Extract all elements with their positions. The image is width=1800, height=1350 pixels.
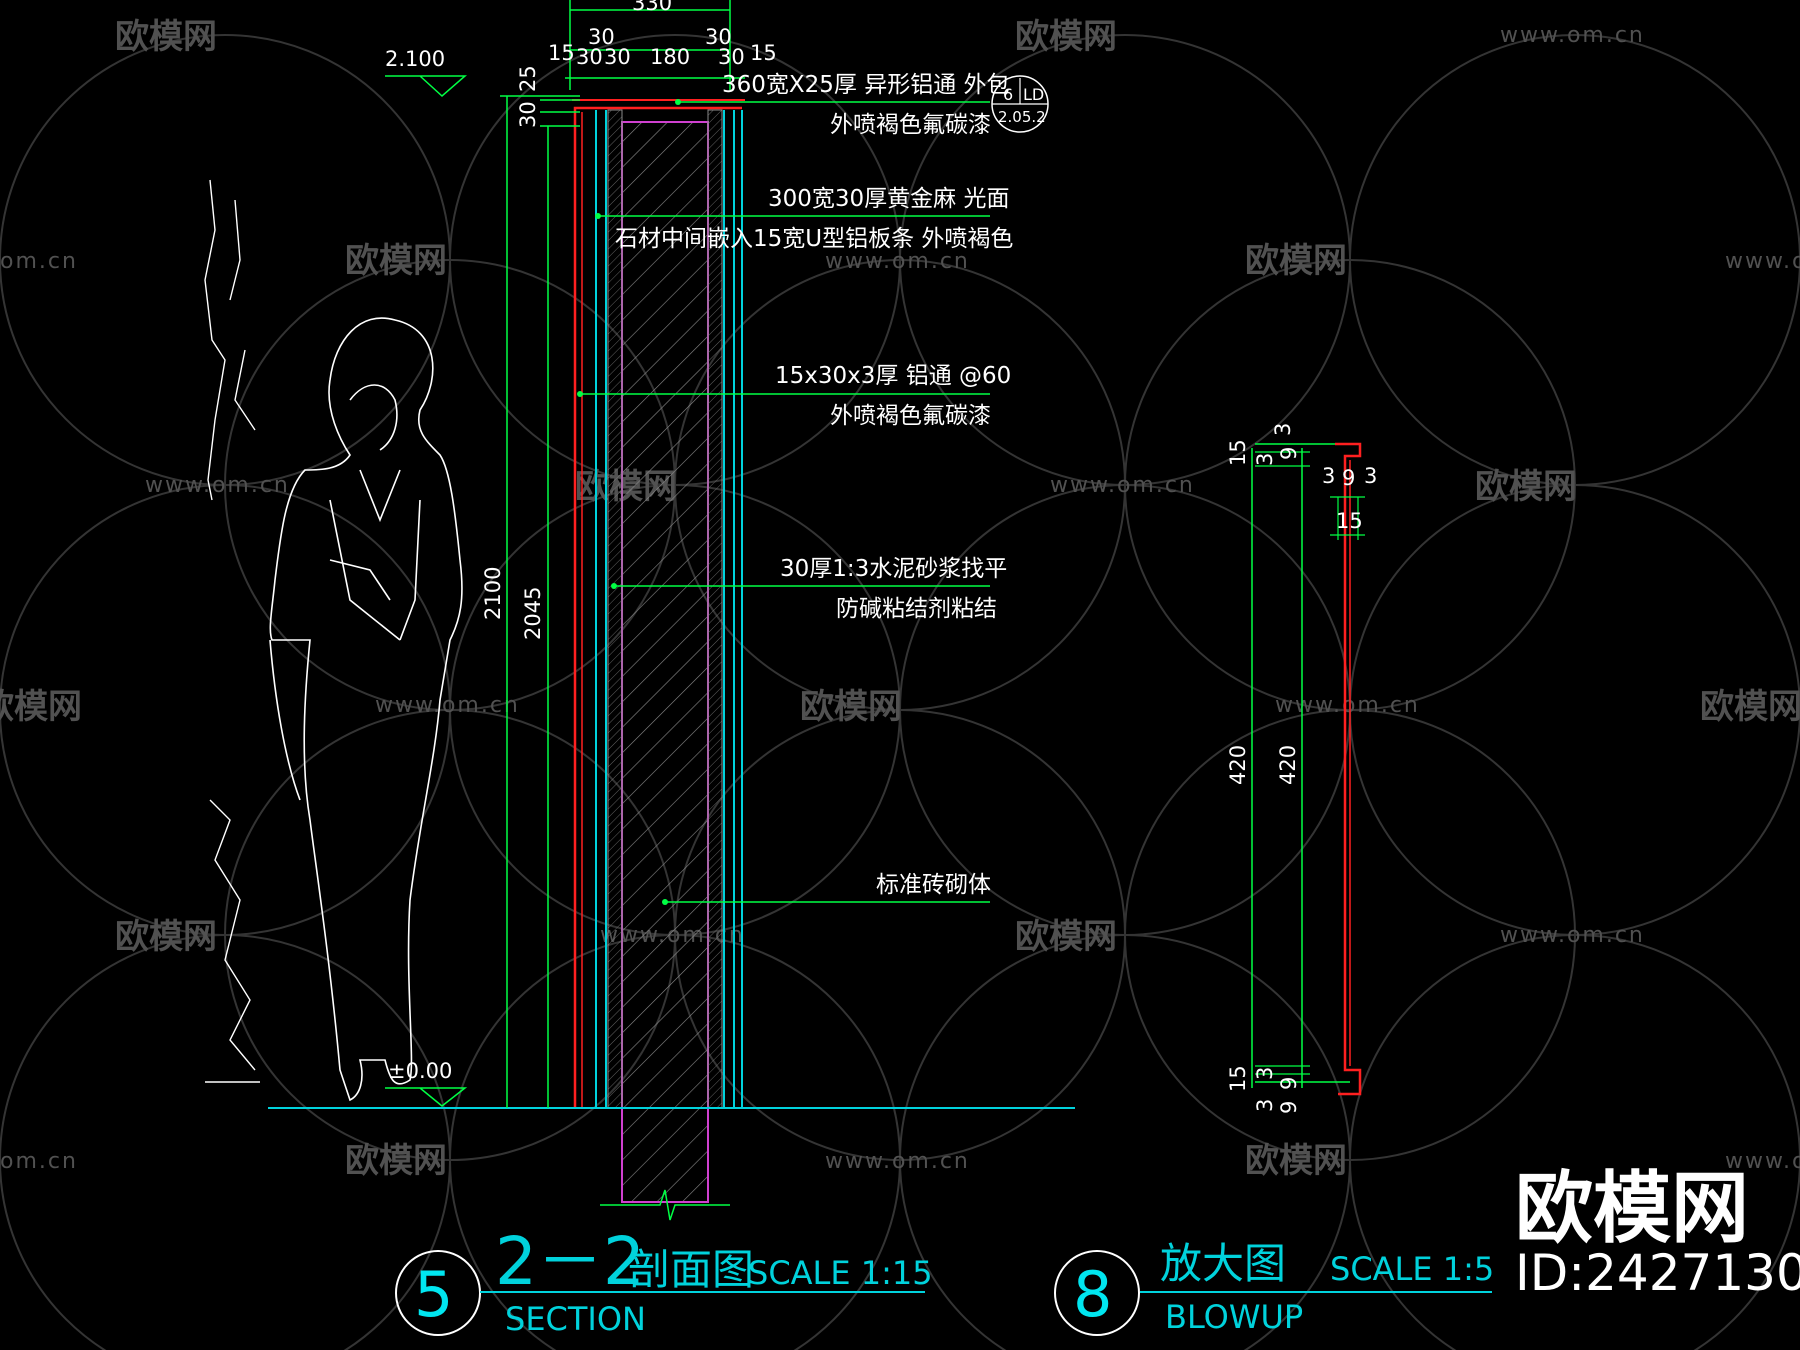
watermark-url: www.om.cn bbox=[1725, 249, 1800, 274]
dim-30-b: 30 bbox=[604, 45, 631, 69]
watermark-url: www.om.cn bbox=[825, 249, 970, 274]
section-title: 2－2 bbox=[495, 1223, 645, 1300]
watermark-logo: 欧模网 bbox=[115, 917, 217, 957]
dim-25: 25 bbox=[516, 65, 540, 92]
watermark-url: om.cn bbox=[0, 249, 78, 274]
dim-330: 330 bbox=[632, 0, 672, 15]
watermark-logo: 欧模网 bbox=[345, 1141, 447, 1181]
note-aluminum-profile: 360宽X25厚 异形铝通 外包 bbox=[722, 72, 1010, 98]
watermark-url: www.om.cn bbox=[1500, 923, 1645, 948]
watermark-url: www.om.cn bbox=[825, 1149, 970, 1174]
note-u-aluminum-strip: 石材中间嵌入15宽U型铝板条 外喷褐色 bbox=[615, 226, 1013, 252]
note-fluorocarbon-paint-2: 外喷褐色氟碳漆 bbox=[830, 403, 991, 429]
wall-edge-sketch bbox=[204, 179, 260, 1083]
watermark-logo: 欧模网 bbox=[1245, 1141, 1347, 1181]
level-floor-label: ±0.00 bbox=[388, 1059, 452, 1083]
brand-stamp: 欧模网 ID:2427130 bbox=[1515, 1164, 1800, 1302]
blowup-dim-15-side: 15 bbox=[1336, 509, 1363, 533]
watermark-logo: 欧模网 bbox=[1245, 241, 1347, 281]
blowup-number: 8 bbox=[1073, 1258, 1112, 1331]
level-top-label: 2.100 bbox=[385, 47, 445, 71]
watermark-logos: 欧模网 欧模网 欧模网 欧模网 欧模网 欧模网 欧模网 欧模网 欧模网 欧模网 … bbox=[0, 17, 1800, 1181]
blowup-detail bbox=[1251, 442, 1365, 1096]
blowup-dim-3-side-b: 3 bbox=[1364, 464, 1377, 488]
blowup-title-block: 8 放大图 SCALE 1:5 BLOWUP bbox=[1054, 1239, 1494, 1336]
blowup-title-cn: 放大图 bbox=[1160, 1239, 1286, 1288]
watermark-url: www.om.cn bbox=[145, 473, 290, 498]
blowup-dim-15-top: 15 bbox=[1226, 439, 1250, 466]
brand-id: ID:2427130 bbox=[1515, 1244, 1800, 1302]
dim-30-top-left: 30 bbox=[588, 25, 615, 49]
detail-ref-number: 6 bbox=[1003, 85, 1013, 104]
detail-reference-bubble: 6 LD 2.05.2 bbox=[991, 75, 1049, 133]
brand-name: 欧模网 bbox=[1515, 1164, 1749, 1254]
watermark-url: www.om.cn bbox=[1725, 1149, 1800, 1174]
dim-2045: 2045 bbox=[521, 587, 545, 640]
watermark-logo: 欧模网 bbox=[1475, 467, 1577, 507]
blowup-dim-3-side-a: 3 bbox=[1322, 464, 1335, 488]
watermark-logo: 欧模网 bbox=[800, 687, 902, 727]
watermark-logo: 欧模网 bbox=[1015, 17, 1117, 57]
blowup-dim-3-top-b: 3 bbox=[1271, 423, 1295, 436]
watermark-logo: 欧模网 bbox=[1700, 687, 1800, 727]
watermark-layer: 欧模网 欧模网 欧模网 欧模网 欧模网 欧模网 欧模网 欧模网 欧模网 欧模网 … bbox=[0, 17, 1800, 1350]
dim-2100: 2100 bbox=[481, 567, 505, 620]
watermark-logo: 欧模网 bbox=[0, 687, 82, 727]
watermark-logo: 欧模网 bbox=[1015, 917, 1117, 957]
level-marker-floor: ±0.00 bbox=[385, 1059, 468, 1107]
blowup-scale: SCALE 1:5 bbox=[1330, 1250, 1494, 1288]
note-leaders bbox=[580, 101, 990, 903]
note-fluorocarbon-paint-1: 外喷褐色氟碳漆 bbox=[830, 112, 991, 138]
section-number: 5 bbox=[414, 1258, 453, 1331]
note-cement-mortar: 30厚1:3水泥砂浆找平 bbox=[780, 556, 1007, 582]
blowup-dim-3-bottom-b: 3 bbox=[1253, 1099, 1277, 1112]
blowup-dim-9-bottom: 9 bbox=[1277, 1077, 1301, 1090]
dim-30-top-right: 30 bbox=[705, 25, 732, 49]
note-brick-masonry: 标准砖砌体 bbox=[876, 872, 991, 898]
blowup-dim-420-inner: 420 bbox=[1276, 745, 1300, 785]
dim-15-left: 15 bbox=[548, 41, 575, 65]
blowup-dim-3-top-a: 3 bbox=[1253, 453, 1277, 466]
detail-ref-page: 2.05.2 bbox=[998, 108, 1046, 126]
section-title-block: 5 2－2 剖面图 SCALE 1:15 SECTION bbox=[395, 1223, 933, 1338]
blowup-subtitle: BLOWUP bbox=[1165, 1298, 1303, 1336]
dim-30-c: 30 bbox=[718, 45, 745, 69]
blowup-dim-15-bottom: 15 bbox=[1226, 1065, 1250, 1092]
watermark-url: www.om.cn bbox=[1500, 23, 1645, 48]
dim-180: 180 bbox=[650, 45, 690, 69]
watermark-url: www.om.cn bbox=[375, 693, 520, 718]
section-subtitle: SECTION bbox=[505, 1300, 646, 1338]
watermark-logo: 欧模网 bbox=[345, 241, 447, 281]
human-figure bbox=[269, 317, 463, 1102]
note-granite-stone: 300宽30厚黄金麻 光面 bbox=[768, 186, 1009, 212]
watermark-logo: 欧模网 bbox=[115, 17, 217, 57]
watermark-url: www.om.cn bbox=[1050, 473, 1195, 498]
blowup-dim-9-side: 9 bbox=[1342, 466, 1355, 490]
dim-15-right: 15 bbox=[750, 41, 777, 65]
blowup-dim-420-outer: 420 bbox=[1226, 745, 1250, 785]
blowup-dim-9-bottom-b: 9 bbox=[1277, 1101, 1301, 1114]
blowup-dim-3-bottom-a: 3 bbox=[1253, 1067, 1277, 1080]
leader-dots bbox=[577, 99, 681, 905]
watermark-url: om.cn bbox=[0, 1149, 78, 1174]
section-scale: SCALE 1:15 bbox=[748, 1254, 933, 1292]
top-dimensions bbox=[565, 0, 745, 90]
section-wall bbox=[268, 99, 1075, 1221]
note-aluminum-tube: 15x30x3厚 铝通 @60 bbox=[775, 363, 1011, 389]
dim-30-vertical: 30 bbox=[516, 101, 540, 128]
note-adhesive: 防碱粘结剂粘结 bbox=[836, 596, 997, 622]
detail-ref-sheet: LD bbox=[1023, 85, 1044, 104]
level-marker-top: 2.100 bbox=[385, 47, 468, 98]
watermark-url: www.om.cn bbox=[1275, 693, 1420, 718]
vertical-dimensions bbox=[500, 95, 580, 1108]
dim-30-a: 30 bbox=[576, 45, 603, 69]
blowup-dim-9-top: 9 bbox=[1277, 447, 1301, 460]
section-title-cn: 剖面图 bbox=[628, 1245, 754, 1294]
